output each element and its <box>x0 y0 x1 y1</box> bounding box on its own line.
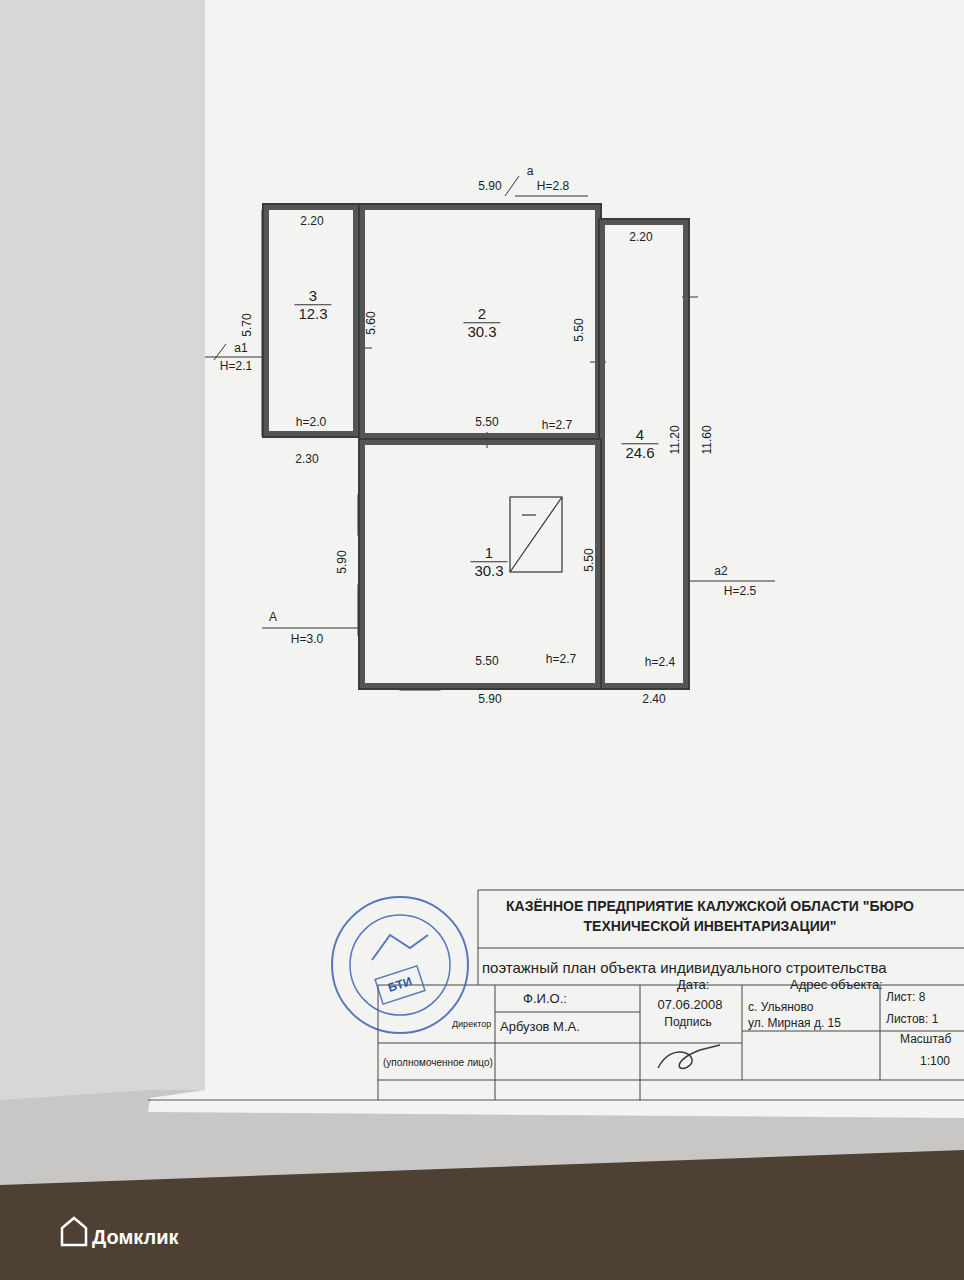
title-block-text: (уполномоченное лицо) <box>383 1057 493 1068</box>
room-number: 1 <box>470 544 507 562</box>
dimension-label: h=2.7 <box>546 653 576 666</box>
dimension-label: 2.20 <box>300 215 323 228</box>
dimension-label: h=2.0 <box>296 416 326 429</box>
stove-symbol <box>510 497 562 572</box>
room-area: 30.3 <box>470 563 507 580</box>
title-block-text: 1:100 <box>920 1055 950 1068</box>
dimension-label: h=2.4 <box>645 656 675 669</box>
stamp-text: БТИ <box>386 975 413 995</box>
dimension-label: 5.50 <box>583 548 596 571</box>
room-label: 424.6 <box>621 426 658 462</box>
title-block-text: Подпись <box>664 1016 712 1029</box>
room-number: 2 <box>463 305 500 323</box>
dimension-label: 2.40 <box>642 693 665 706</box>
dimension-label: 5.50 <box>475 655 498 668</box>
dimension-label: 5.50 <box>573 318 586 341</box>
title-block-text: Масштаб <box>900 1033 951 1046</box>
room-outline: 312.3 <box>262 203 360 438</box>
dimension-label: A <box>269 611 277 624</box>
dimension-label: 5.90 <box>478 693 501 706</box>
title-block-text: с. Ульяново <box>748 1001 813 1014</box>
title-block-text: Адрес объекта: <box>790 978 883 992</box>
carpet <box>0 1150 964 1280</box>
title-block-text: 07.06.2008 <box>657 998 722 1012</box>
dimension-label: 5.90 <box>478 180 501 193</box>
title-block-text: Арбузов М.А. <box>500 1020 580 1034</box>
dimension-label: a2 <box>714 565 727 578</box>
room-area: 12.3 <box>294 306 331 323</box>
dimension-label: H=3.0 <box>291 633 323 646</box>
dimension-label: 5.90 <box>336 550 349 573</box>
room-outline: 230.3 <box>358 203 602 440</box>
title-block-text: ул. Мирная д. 15 <box>748 1017 841 1030</box>
room-number: 3 <box>294 287 331 305</box>
room-area: 30.3 <box>463 324 500 341</box>
title-block-text: Директор <box>452 1020 491 1030</box>
watermark: Домклик <box>92 1226 179 1248</box>
room-label: 230.3 <box>463 305 500 341</box>
watermark-icon <box>62 1218 86 1245</box>
title-block-text: Листов: 1 <box>886 1013 938 1026</box>
title-block-text: поэтажный план объекта индивидуального с… <box>482 960 887 977</box>
dimension-label: 5.60 <box>365 311 378 334</box>
sheet <box>148 0 964 1118</box>
title-block-text: Ф.И.О.: <box>523 992 567 1006</box>
dimension-label: h=2.7 <box>542 419 572 432</box>
room-area: 24.6 <box>621 445 658 462</box>
dimension-label: H=2.5 <box>724 585 756 598</box>
title-block-grid <box>378 890 964 1100</box>
dimension-label: 5.70 <box>241 313 254 336</box>
dimension-label: 11.60 <box>701 425 714 454</box>
room-outline: 130.3 <box>358 438 602 690</box>
title-block-text: Дата: <box>677 978 709 992</box>
dimension-label: 2.20 <box>629 231 652 244</box>
signature <box>658 1045 720 1069</box>
title-block-text: Лист: 8 <box>886 991 925 1004</box>
dimension-label: H=2.8 <box>537 180 569 193</box>
dimension-label: 5.50 <box>475 416 498 429</box>
dimension-label: 2.30 <box>295 453 318 466</box>
title: КАЗЁННОЕ ПРЕДПРИЯТИЕ КАЛУЖСКОЙ ОБЛАСТИ "… <box>500 897 920 936</box>
dimension-label: 11.20 <box>669 425 682 454</box>
dimension-label: a1 <box>234 342 247 355</box>
room-label: 130.3 <box>470 544 507 580</box>
dimension-label: H=2.1 <box>220 360 252 373</box>
room-label: 312.3 <box>294 287 331 323</box>
openings <box>262 210 698 690</box>
dimension-label: a <box>527 165 534 178</box>
room-number: 4 <box>621 426 658 444</box>
stamp <box>332 897 468 1033</box>
frame-line <box>148 1100 964 1101</box>
